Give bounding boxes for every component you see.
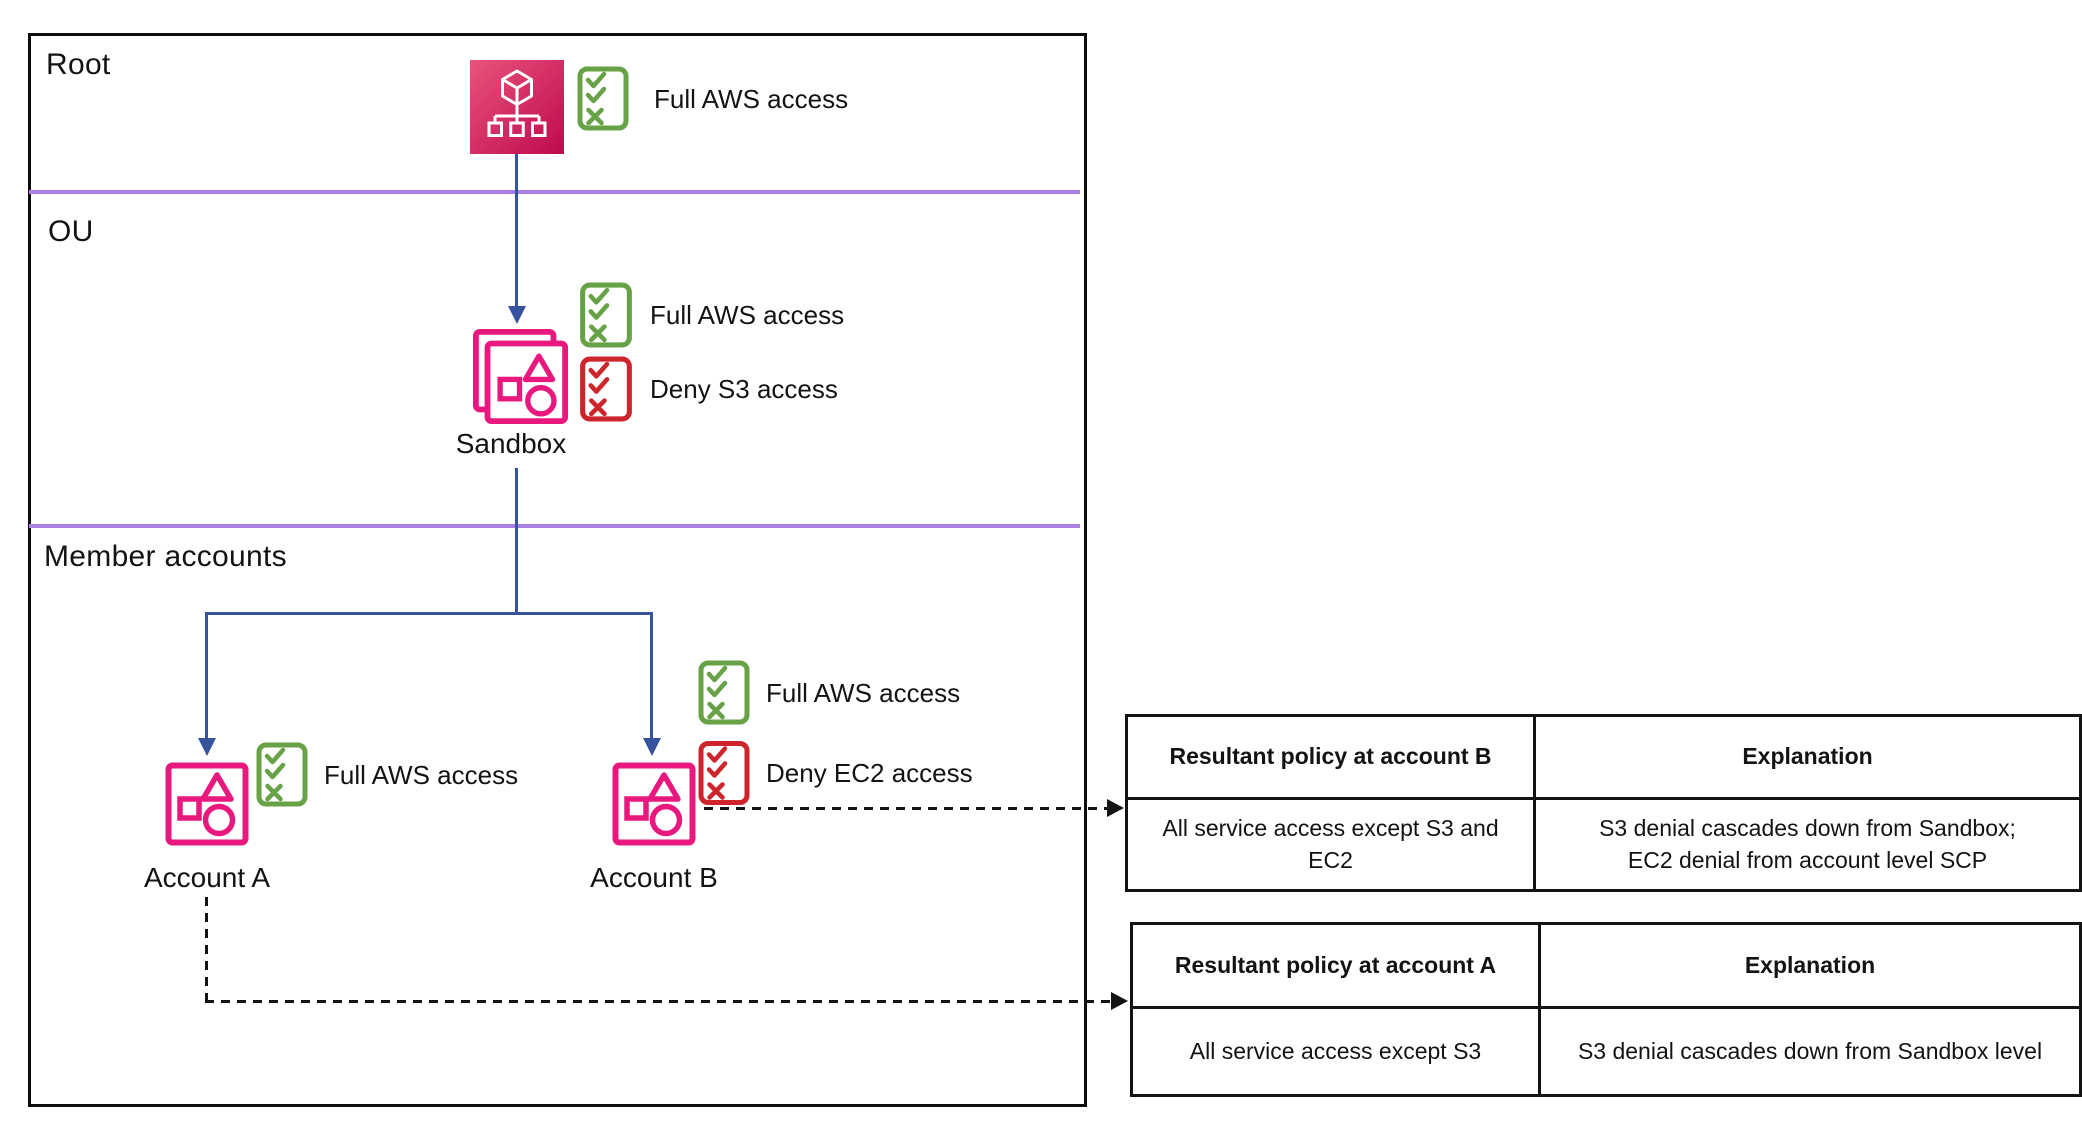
dashed-arrow-account-a xyxy=(205,1000,1112,1003)
table-a-cell-policy: All service access except S3 xyxy=(1133,1009,1541,1094)
connector-root-to-ou xyxy=(515,154,518,310)
table-a-header-explanation: Explanation xyxy=(1541,925,2079,1009)
table-b-cell-policy: All service access except S3 and EC2 xyxy=(1128,800,1536,889)
ou-members-divider xyxy=(29,524,1080,528)
connector-to-account-a xyxy=(205,612,208,740)
dashed-arrow-account-b xyxy=(704,807,1108,810)
connector-branch-bar xyxy=(205,612,653,615)
account-a-label: Account A xyxy=(143,862,271,893)
resultant-policy-table-account-a: Resultant policy at account A Explanatio… xyxy=(1130,922,2082,1097)
account-b-deny-policy-label: Deny EC2 access xyxy=(766,758,973,788)
ou-allow-policy-label: Full AWS access xyxy=(650,300,845,330)
account-a-policy-label: Full AWS access xyxy=(324,760,519,790)
dashed-arrowhead-account-b xyxy=(1107,799,1124,817)
table-a-cell-explanation: S3 denial cascades down from Sandbox lev… xyxy=(1577,1037,2043,1064)
dashed-line-account-a-vertical xyxy=(205,897,208,1002)
connector-to-account-b xyxy=(650,612,653,740)
account-b-allow-policy-icon xyxy=(698,660,750,725)
resultant-policy-table-account-b: Resultant policy at account B Explanatio… xyxy=(1125,714,2082,892)
ou-icon xyxy=(472,328,569,425)
account-b-allow-policy-label: Full AWS access xyxy=(766,678,961,708)
dashed-arrowhead-account-a xyxy=(1111,992,1128,1010)
organizations-icon xyxy=(470,60,564,154)
table-a-header-policy: Resultant policy at account A xyxy=(1133,925,1541,1009)
arrowhead-to-account-b xyxy=(643,738,661,756)
organization-box xyxy=(28,33,1087,1107)
root-allow-policy-icon xyxy=(577,66,629,131)
ou-deny-policy-label: Deny S3 access xyxy=(650,374,838,404)
table-b-cell-explanation: S3 denial cascades down from Sandbox; EC… xyxy=(1599,815,2016,873)
root-ou-divider xyxy=(29,190,1080,194)
account-a-icon xyxy=(165,762,249,846)
connector-sandbox-down xyxy=(515,468,518,615)
arrowhead-to-account-a xyxy=(198,738,216,756)
account-b-deny-policy-icon xyxy=(698,740,750,806)
table-b-header-policy: Resultant policy at account B xyxy=(1128,717,1536,800)
sandbox-label: Sandbox xyxy=(455,428,567,459)
section-label-ou: OU xyxy=(48,215,94,248)
account-b-icon xyxy=(612,762,696,846)
ou-allow-policy-icon xyxy=(579,282,633,348)
ou-deny-policy-icon xyxy=(579,356,633,422)
table-b-header-explanation: Explanation xyxy=(1536,717,2079,800)
account-a-allow-policy-icon xyxy=(256,742,308,807)
section-label-member-accounts: Member accounts xyxy=(44,540,287,573)
account-b-label: Account B xyxy=(590,862,718,893)
section-label-root: Root xyxy=(46,48,111,81)
root-policy-label: Full AWS access xyxy=(654,84,849,114)
arrowhead-to-sandbox xyxy=(508,306,526,324)
